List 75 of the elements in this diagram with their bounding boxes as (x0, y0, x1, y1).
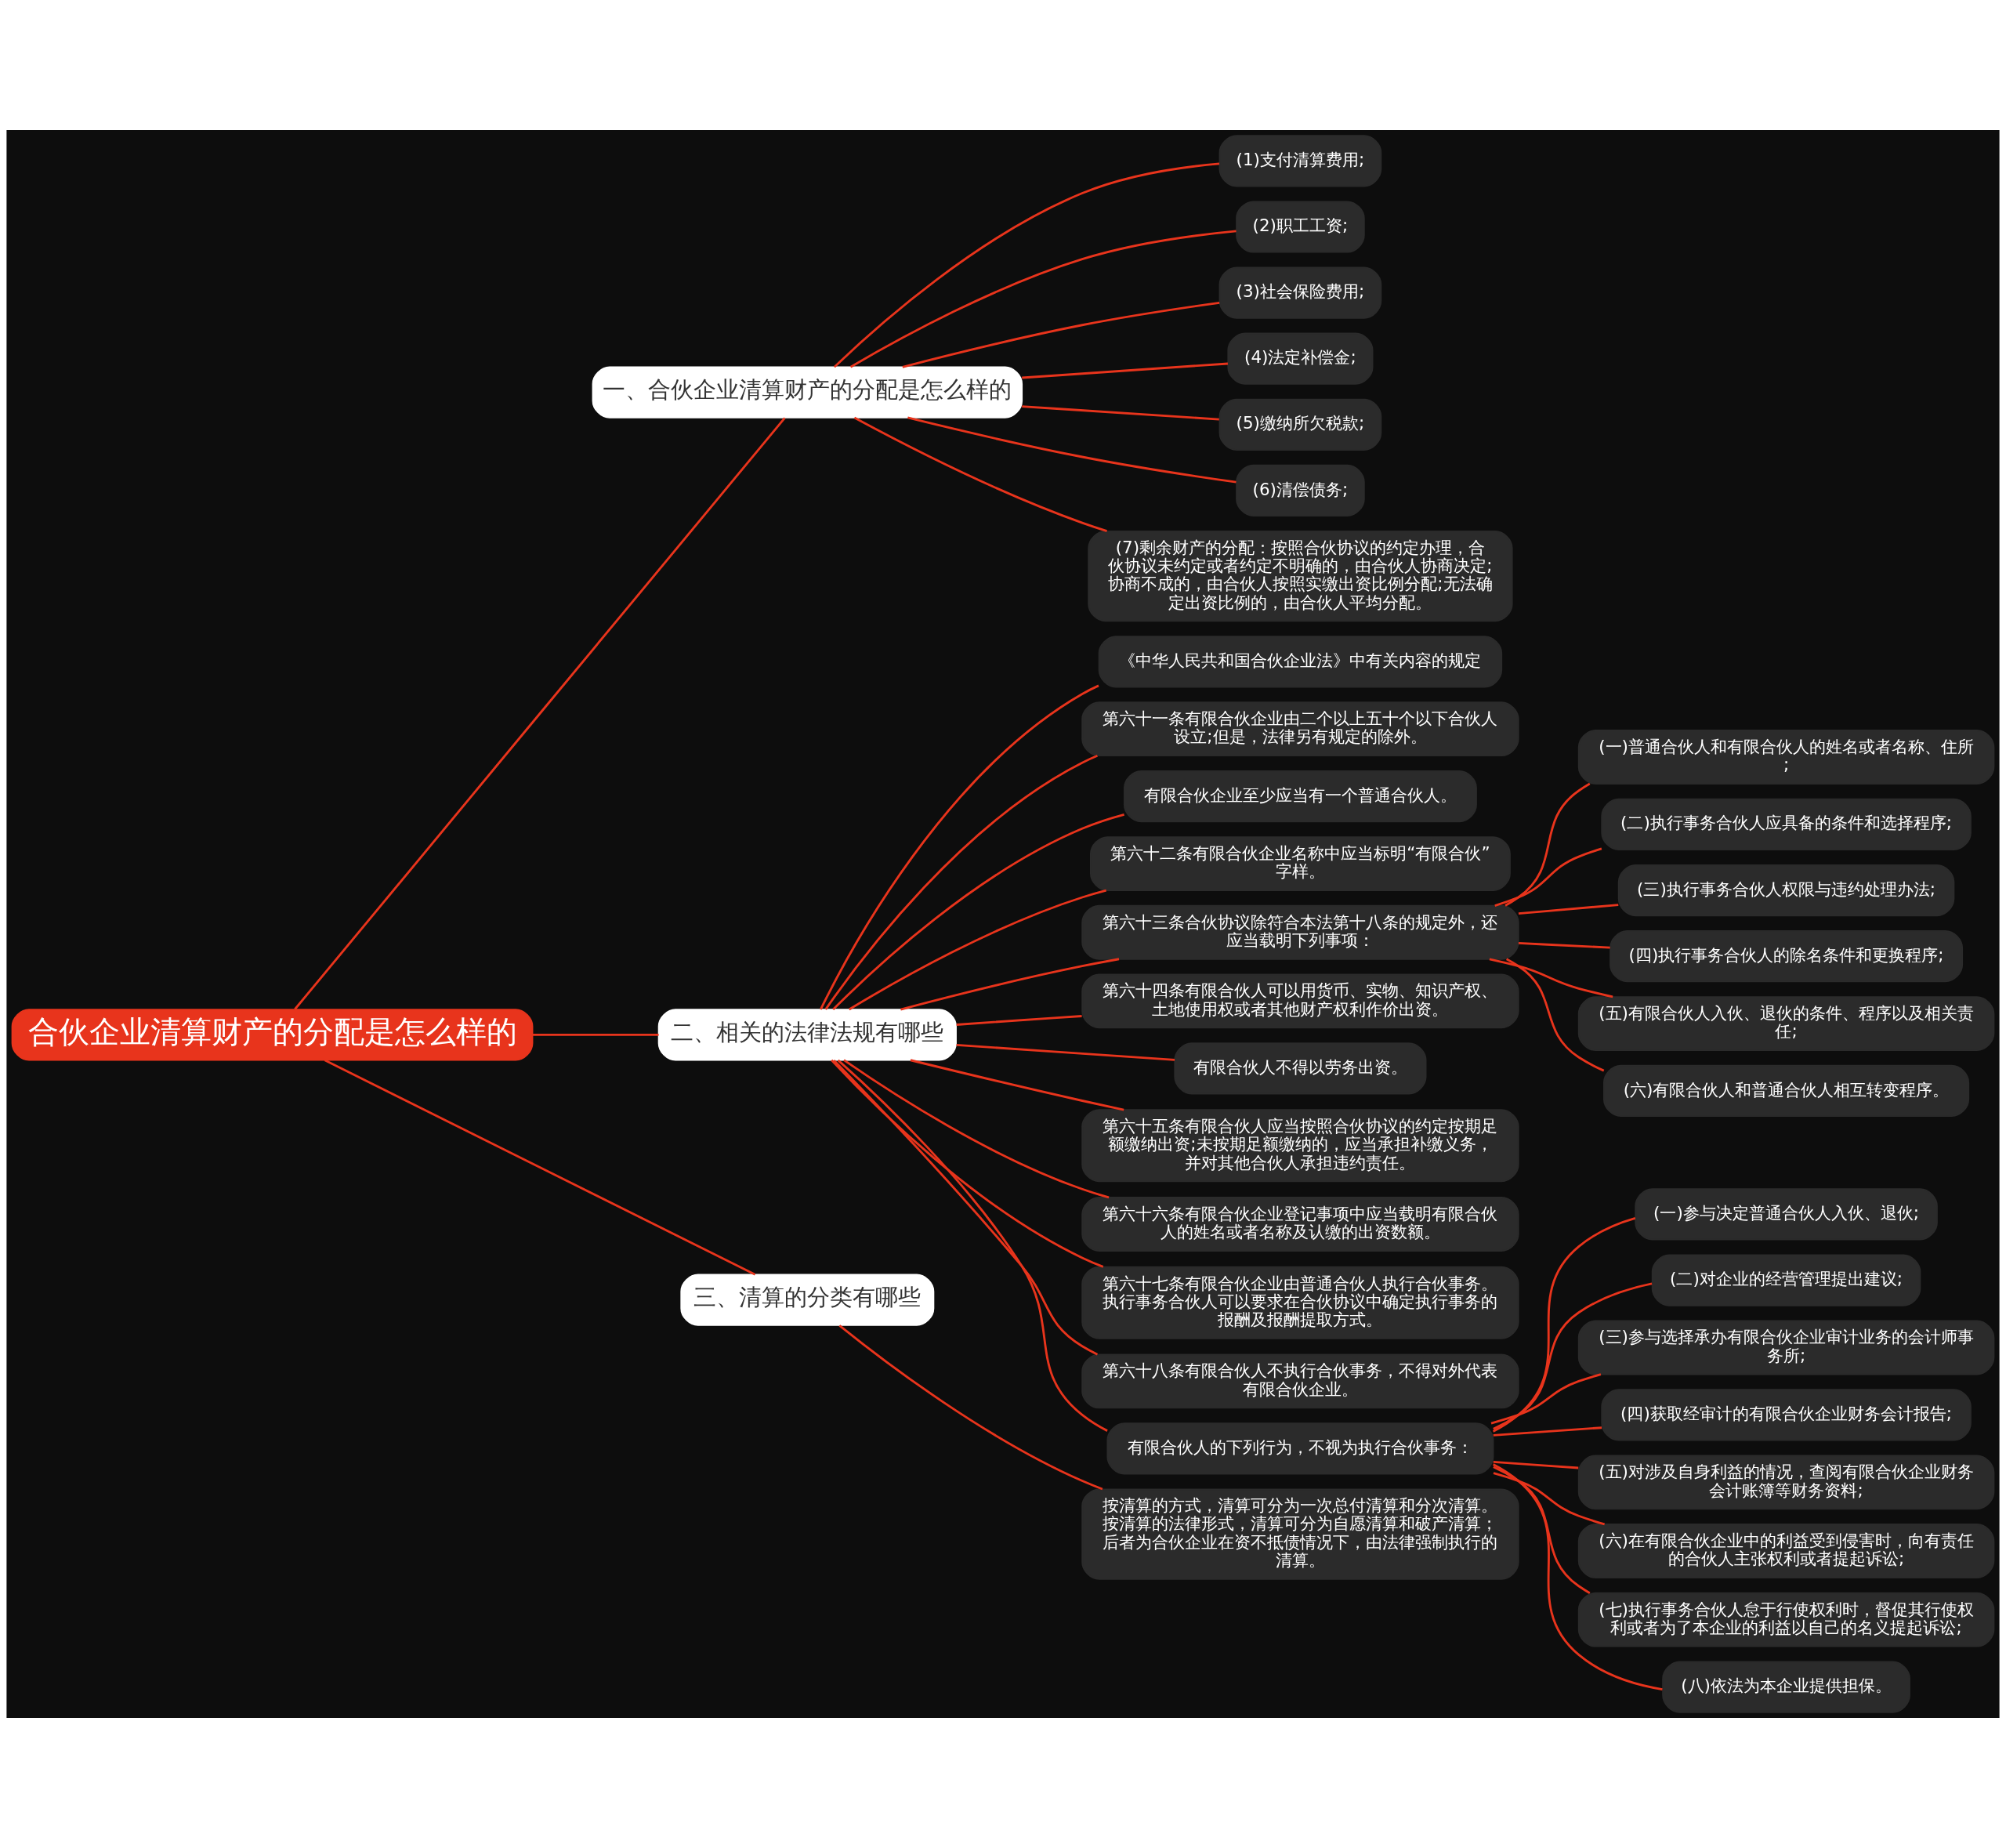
connector (833, 1060, 1099, 1356)
connector (1505, 958, 1605, 1072)
connector (824, 754, 1099, 1010)
node-box: 有限合伙企业至少应当有一个普通合伙人。 (1123, 770, 1477, 823)
node-box: (一)参与决定普通合伙人入伙、退伙; (1635, 1188, 1938, 1241)
node-box: 第六十一条有限合伙企业由二个以上五十个以下合伙人设立;但是，法律另有规定的除外。 (1081, 701, 1519, 757)
connector (1493, 1282, 1653, 1430)
connector (1493, 1472, 1606, 1526)
node-box: 第六十五条有限合伙人应当按照合伙协议的约定按期足额缴纳出资;未按期足额缴纳的，应当承担补缴义务，并对其他合伙人承担违约责任。 (1081, 1109, 1519, 1183)
connector (833, 162, 1220, 368)
connector (1022, 405, 1219, 421)
node-box: (一)普通合伙人和有限合伙人的姓名或者名称、住所; (1577, 730, 1995, 784)
node-box: 二、相关的法律法规有哪些 (657, 1009, 957, 1061)
connector (1492, 1463, 1663, 1690)
node-box: (二)执行事务合伙人应具备的条件和选择程序; (1601, 798, 1972, 851)
node-box: (5)缴纳所欠税款; (1218, 398, 1382, 451)
connector (820, 684, 1099, 1010)
node-box: 《中华人民共和国合伙企业法》中有关内容的规定 (1098, 636, 1503, 688)
connector (853, 416, 1107, 533)
node-box: 第六十六条有限合伙企业登记事项中应当载明有限合伙人的姓名或者名称及认缴的出资数额。 (1081, 1197, 1519, 1252)
connector (1518, 904, 1619, 915)
node-box: (五)有限合伙人入伙、退伙的条件、程序以及相关责任; (1577, 996, 1995, 1051)
connector (1492, 1217, 1636, 1433)
connector (910, 1059, 1124, 1111)
connector (832, 813, 1124, 1011)
connector (324, 1059, 756, 1276)
node-box: 第六十七条有限合伙企业由普通合伙人执行合伙事务。执行事务合伙人可以要求在合伙协议中确定执行事务的报酬及报酬提取方式。 (1081, 1266, 1519, 1339)
node-box: (2)职工工资; (1236, 201, 1365, 253)
connector (1493, 1461, 1579, 1469)
node-box: 第六十三条合伙协议除符合本法第十八条的规定外，还应当载明下列事项： (1081, 904, 1519, 960)
node-box: 按清算的方式，清算可分为一次总付清算和分次清算。按清算的法律形式，清算可分为自愿清算和破产清算；后者为合伙企业在资不抵债情况下，由法律强制执行的清算。 (1081, 1488, 1519, 1580)
node-box: (3)社会保险费用; (1218, 266, 1382, 319)
node-box: (三)参与选择承办有限合伙企业审计业务的会计师事务所; (1577, 1320, 1995, 1375)
node-box: 第六十二条有限合伙企业名称中应当标明“有限合伙”字样。 (1089, 836, 1511, 891)
connector (294, 417, 786, 1010)
node-box: 有限合伙人的下列行为，不视为执行合伙事务： (1106, 1422, 1494, 1475)
connector (1493, 1466, 1591, 1594)
connector (902, 302, 1220, 368)
connector (843, 1059, 1110, 1199)
node-box: 第六十四条有限合伙人可以用货币、实物、知识产权、土地使用权或者其他财产权利作价出资。 (1081, 973, 1519, 1029)
connector (849, 889, 1107, 1011)
connector (900, 958, 1120, 1011)
connector (1489, 958, 1613, 998)
connector (1504, 782, 1591, 907)
connector (1022, 362, 1228, 379)
connector (907, 416, 1237, 484)
connector (956, 1015, 1082, 1026)
connector (1518, 941, 1610, 949)
connector (831, 1059, 1104, 1268)
connector (956, 1043, 1175, 1061)
connector (1493, 1426, 1602, 1437)
node-box: 有限合伙人不得以劳务出资。 (1174, 1042, 1427, 1095)
connector (1494, 847, 1602, 907)
node-box: (七)执行事务合伙人怠于行使权利时，督促其行使权利或者为了本企业的利益以自己的名义提起诉讼; (1577, 1592, 1995, 1647)
connector (838, 1324, 1103, 1491)
connector (533, 1033, 659, 1036)
node-box: 合伙企业清算财产的分配是怎么样的 (11, 1009, 534, 1061)
node-box: (五)对涉及自身利益的情况，查阅有限合伙企业财务会计账簿等财务资料; (1577, 1455, 1995, 1510)
connector (837, 1059, 1108, 1432)
node-box: (6)清偿债务; (1236, 464, 1365, 517)
node-box: (四)执行事务合伙人的除名条件和更换程序; (1610, 930, 1964, 983)
node-box: (四)获取经审计的有限合伙企业财务会计报告; (1601, 1389, 1972, 1441)
node-box: 三、清算的分类有哪些 (680, 1274, 935, 1326)
node-box: (1)支付清算费用; (1218, 135, 1382, 187)
node-box: (7)剩余财产的分配：按照合伙协议的约定办理，合伙协议未约定或者约定不明确的，由合伙人协商决定;协商不成的，由合伙人按照实缴出资比例分配;无法确定出资比例的，由合伙人平均分配。 (1088, 530, 1513, 622)
node-box: (三)执行事务合伙人权限与违约处理办法; (1617, 864, 1955, 917)
node-box: (八)依法为本企业提供担保。 (1662, 1661, 1910, 1713)
node-box: 一、合伙企业清算财产的分配是怎么样的 (592, 366, 1023, 419)
connector (1490, 1373, 1602, 1425)
node-box: (六)有限合伙人和普通合伙人相互转变程序。 (1603, 1064, 1970, 1118)
connector (849, 230, 1237, 368)
node-box: (六)在有限合伙企业中的利益受到侵害时，向有责任的合伙人主张权利或者提起诉讼; (1577, 1524, 1995, 1578)
node-box: (二)对企业的经营管理提出建议; (1651, 1254, 1921, 1306)
node-box: (4)法定补偿金; (1227, 332, 1374, 385)
node-box: 第六十八条有限合伙人不执行合伙事务，不得对外代表有限合伙企业。 (1081, 1353, 1519, 1409)
